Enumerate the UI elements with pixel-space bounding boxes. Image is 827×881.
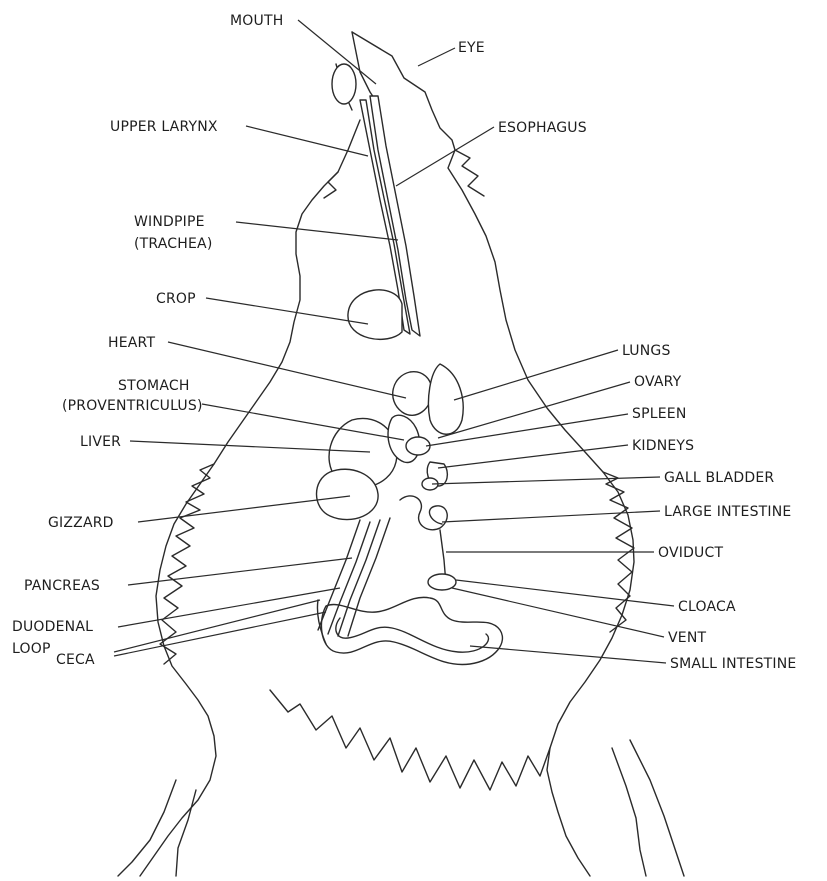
label-esophagus: ESOPHAGUS	[498, 120, 587, 136]
label-small-intestine: SMALL INTESTINE	[670, 656, 796, 672]
label-oviduct: OVIDUCT	[658, 545, 723, 561]
gizzard-shape	[317, 469, 379, 519]
label-crop: CROP	[156, 291, 196, 307]
labels: MOUTH EYE UPPER LARYNX ESOPHAGUS WINDPIP…	[12, 13, 796, 672]
label-duodenal: DUODENAL	[12, 619, 93, 635]
label-mouth: MOUTH	[230, 13, 283, 29]
label-gall-bladder: GALL BLADDER	[664, 470, 774, 486]
label-windpipe: WINDPIPE	[134, 214, 205, 230]
cloaca-shape	[428, 574, 456, 590]
leader-lines	[114, 20, 674, 663]
large-intestine-shape	[400, 496, 447, 530]
label-cloaca: CLOACA	[678, 599, 736, 615]
label-spleen: SPLEEN	[632, 406, 687, 422]
label-upper-larynx: UPPER LARYNX	[110, 119, 218, 135]
small-intestine-shape	[321, 597, 502, 664]
organs	[317, 64, 503, 665]
label-large-intestine: LARGE INTESTINE	[664, 504, 791, 520]
crop-shape	[348, 290, 402, 339]
label-lungs: LUNGS	[622, 343, 671, 359]
label-vent: VENT	[668, 630, 706, 646]
label-pancreas: PANCREAS	[24, 578, 100, 594]
label-heart: HEART	[108, 335, 155, 351]
label-kidneys: KIDNEYS	[632, 438, 694, 454]
label-ovary: OVARY	[634, 374, 682, 390]
upper-larynx-shape	[332, 64, 356, 104]
duodenal-loop-shape	[318, 518, 390, 636]
label-liver: LIVER	[80, 434, 121, 450]
heart-shape	[393, 372, 432, 416]
label-ceca: CECA	[56, 652, 95, 668]
label-gizzard: GIZZARD	[48, 515, 114, 531]
label-stomach: STOMACH	[118, 378, 190, 394]
label-eye: EYE	[458, 40, 485, 56]
label-trachea: (TRACHEA)	[134, 236, 213, 252]
label-loop: LOOP	[12, 641, 51, 657]
label-proventriculus: (PROVENTRICULUS)	[62, 398, 203, 414]
